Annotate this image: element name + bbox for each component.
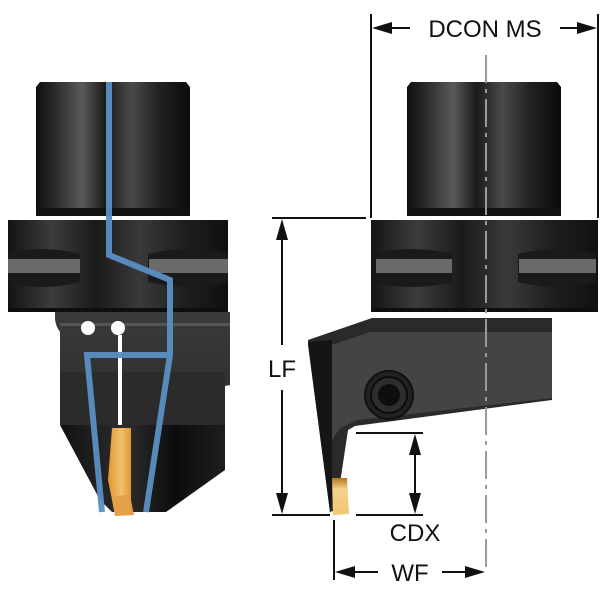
arrow-left-icon [335, 566, 355, 578]
dimension-label-wf: WF [391, 560, 428, 587]
dimension-label-dcon-ms: DCON MS [428, 16, 541, 43]
dimension-lf [272, 217, 366, 516]
left-flange-slot-right [149, 259, 228, 273]
right-tool-view [308, 82, 598, 515]
arrow-right-icon [577, 22, 597, 34]
right-shank-ring [407, 208, 561, 216]
right-holder-edge [308, 340, 332, 512]
coolant-channel-branch [83, 352, 170, 513]
left-tip [60, 425, 225, 512]
arrow-right-icon [465, 566, 485, 578]
right-flange-slot-left [376, 259, 452, 273]
dimension-wf [333, 520, 485, 580]
arrow-down-icon [409, 493, 421, 514]
arrow-left-icon [372, 22, 392, 34]
right-flange-slot-right [519, 259, 596, 273]
right-flange-bottom-edge [371, 308, 598, 312]
left-slot [118, 335, 122, 425]
arrow-up-icon [276, 219, 288, 240]
coolant-channels [83, 82, 173, 513]
left-insert [108, 428, 134, 516]
left-head-line [60, 323, 230, 326]
right-flange [371, 220, 598, 312]
arrow-up-icon [409, 434, 421, 455]
left-insert-chip [113, 495, 133, 516]
clamp-screw-head [378, 384, 400, 406]
left-flange-slot-left [8, 259, 80, 273]
right-insert [332, 478, 349, 515]
left-shank [36, 82, 190, 215]
dimension-label-cdx: CDX [390, 520, 441, 547]
right-shank [407, 82, 561, 215]
arrow-down-icon [276, 493, 288, 514]
coolant-port-left [81, 321, 95, 335]
dimension-label-lf: LF [268, 356, 296, 383]
dimension-dcon-ms [370, 14, 599, 218]
left-head-lower [60, 372, 225, 425]
coolant-channel-main [106, 82, 173, 513]
left-flange-bottom-edge [8, 308, 228, 312]
left-shank-ring [36, 208, 190, 216]
dimension-cdx [356, 432, 423, 516]
left-tool-view [8, 82, 230, 516]
coolant-port-right [111, 321, 125, 335]
